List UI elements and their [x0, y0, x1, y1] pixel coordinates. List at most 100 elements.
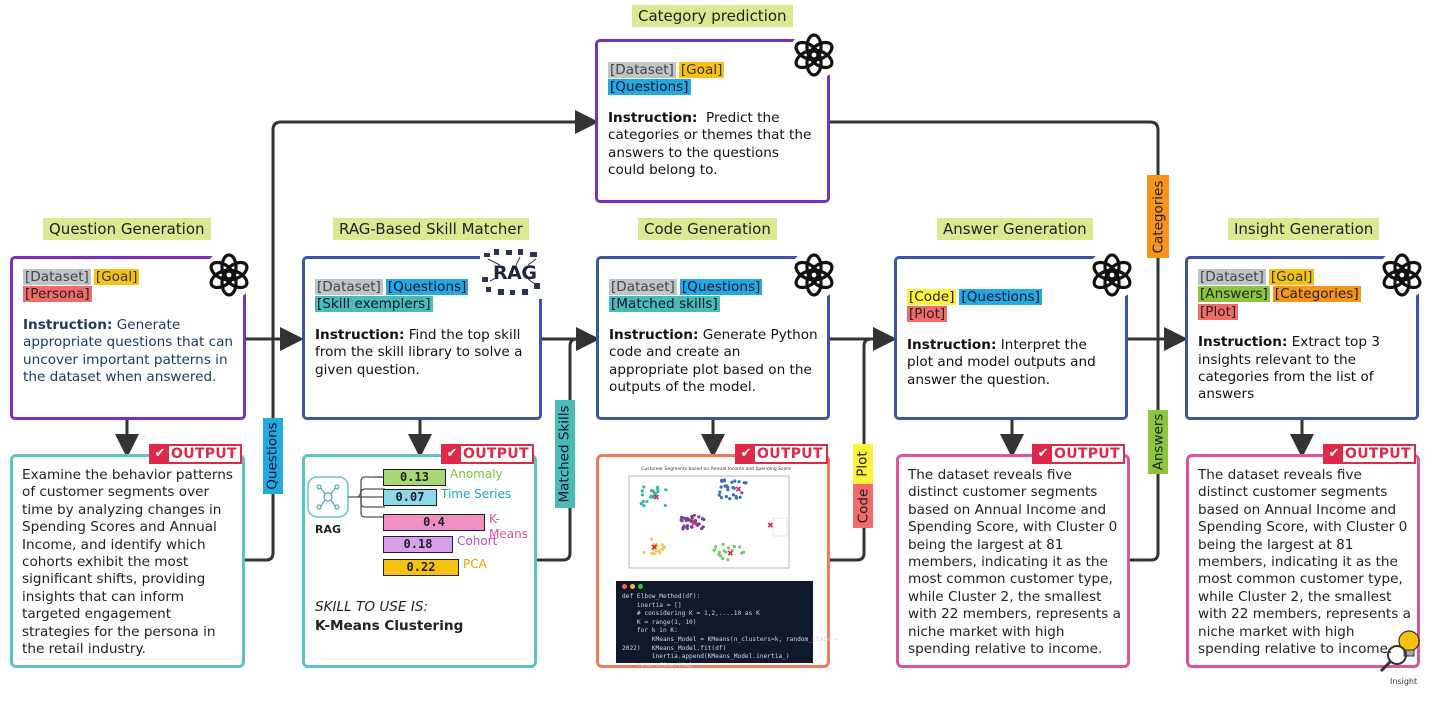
scatter-point — [733, 545, 737, 549]
skill-score-bar: 0.07 — [383, 489, 437, 506]
scatter-point — [726, 488, 730, 492]
scatter-point — [687, 518, 691, 522]
code-line: KMeans_Model = KMeans(n_clusters=k, rand… — [622, 635, 839, 643]
scatter-point — [679, 518, 683, 522]
code-line: return(inertia) — [622, 661, 693, 669]
scatter-point — [645, 500, 649, 504]
skill-name-label: Anomaly — [450, 467, 503, 481]
scatter-point — [650, 537, 654, 541]
code-line: for k in K: — [622, 627, 678, 635]
insight-instruction-text: Extract top 3 insights relevant to the c… — [1198, 334, 1380, 403]
scatter-point — [654, 549, 658, 553]
dataset-tag: [Dataset] — [608, 62, 676, 78]
skill-score-bar: 0.18 — [383, 536, 453, 553]
close-dot-icon — [622, 584, 627, 589]
answer-instruction-text: Interpret the plot and model outputs and… — [907, 336, 1096, 388]
categories-connector-label: Categories — [1147, 175, 1169, 258]
code-tag: [Code] — [907, 289, 957, 305]
scatter-point — [724, 495, 728, 499]
scatter-point — [720, 479, 724, 483]
checkmark-icon: ✔ — [737, 446, 755, 462]
scatter-point — [649, 489, 654, 493]
scatter-point — [737, 480, 741, 484]
scatter-point — [642, 504, 646, 508]
scatter-point — [731, 485, 735, 490]
code-line: K = range(1, 10) — [622, 618, 697, 626]
questions-tag: [Questions] — [679, 279, 763, 295]
scatter-point — [701, 525, 705, 529]
code-line: inertia = [] — [622, 601, 682, 609]
scatter-point — [651, 543, 655, 547]
code-instruction-text: Generate Python code and create an appro… — [609, 326, 818, 396]
code-line: def Elbow_Method(df): — [622, 593, 701, 600]
scatter-point — [738, 495, 742, 499]
rag-output-box: RAG SKILL TO USE IS: K-Means Clustering … — [302, 454, 537, 668]
scatter-point — [718, 554, 723, 558]
code-generation-box: [Dataset][Questions] [Matched skills] In… — [596, 256, 830, 420]
scatter-point — [728, 497, 732, 501]
scatter-point — [642, 485, 646, 489]
scatter-point — [663, 503, 667, 507]
question-output-text: Examine the behavior patterns of custome… — [22, 467, 233, 658]
matched-skills-connector-label: Matched Skills — [555, 400, 575, 508]
scatter-point — [723, 484, 727, 488]
scatter-point — [726, 485, 730, 489]
code-window: def Elbow_Method(df): inertia = [] # con… — [616, 581, 838, 669]
scatter-point — [649, 495, 653, 499]
scatter-point — [657, 548, 661, 553]
skill-caption: SKILL TO USE IS: — [315, 599, 429, 615]
scatter-point — [664, 488, 668, 492]
instruction-label: Instruction: — [608, 109, 698, 126]
scatter-point — [655, 542, 659, 546]
scatter-point — [738, 545, 742, 549]
cluster-scatter-plot: Customer Segments based on Annual Income… — [628, 466, 791, 569]
code-connector-label: Code — [853, 484, 873, 528]
checkmark-icon: ✔ — [151, 446, 169, 462]
scatter-point — [653, 494, 657, 498]
code-snippet: def Elbow_Method(df): inertia = [] # con… — [622, 593, 838, 670]
skill-score-bar: 0.13 — [383, 469, 446, 486]
code-line: # considering K = 1,2,....10 as K — [622, 610, 760, 618]
scatter-point — [692, 513, 696, 517]
openai-logo-icon — [789, 250, 839, 300]
scatter-point — [721, 542, 725, 546]
scatter-point — [690, 519, 694, 523]
scatter-point — [682, 524, 686, 528]
scatter-point — [652, 552, 656, 556]
output-badge: ✔ OUTPUT — [149, 444, 242, 464]
scatter-point — [681, 527, 685, 531]
category-instruction-text: Predict the categories or themes that th… — [608, 109, 812, 179]
scatter-point — [724, 550, 728, 554]
rag-branch-lines — [375, 476, 383, 478]
instruction-label: Instruction: — [609, 326, 699, 343]
scatter-point — [726, 546, 731, 550]
scatter-point — [652, 491, 656, 495]
scatter-point — [685, 526, 689, 530]
instruction-label: Instruction: — [23, 316, 113, 333]
rag-logo: RAG — [480, 247, 544, 299]
answer-output-box: The dataset reveals five distinct custom… — [896, 454, 1130, 668]
persona-tag: [Persona] — [23, 286, 92, 303]
rag-logo-text: RAG — [493, 262, 537, 284]
scatter-point — [726, 558, 730, 562]
svg-text:✖: ✖ — [767, 521, 774, 530]
plot-tag: [Plot] — [907, 306, 948, 323]
openai-logo-icon — [1377, 250, 1427, 300]
dataset-tag: [Dataset] — [1198, 269, 1266, 285]
rag-instruction-text: Find the top skill from the skill librar… — [315, 326, 523, 378]
scatter-point — [740, 551, 744, 555]
answer-output-text: The dataset reveals five distinct custom… — [908, 467, 1121, 658]
categories-tag: [Categories] — [1272, 286, 1361, 303]
skill-selected: K-Means Clustering — [315, 618, 464, 634]
instruction-label: Instruction: — [1198, 334, 1288, 351]
insight-generation-title: Insight Generation — [1228, 218, 1380, 240]
insight-generation-box: [Dataset][Goal] [Answers][Categories] [P… — [1185, 256, 1419, 420]
questions-tag: [Questions] — [385, 279, 469, 295]
openai-logo-icon — [204, 250, 254, 300]
skill-name-label: Time Series — [441, 487, 512, 501]
output-badge: ✔ OUTPUT — [441, 444, 534, 464]
scatter-point — [730, 548, 734, 552]
code-output-box: Customer Segments based on Annual Income… — [596, 454, 838, 669]
matched-skills-tag: [Matched skills] — [609, 296, 720, 313]
scatter-point — [639, 502, 643, 506]
